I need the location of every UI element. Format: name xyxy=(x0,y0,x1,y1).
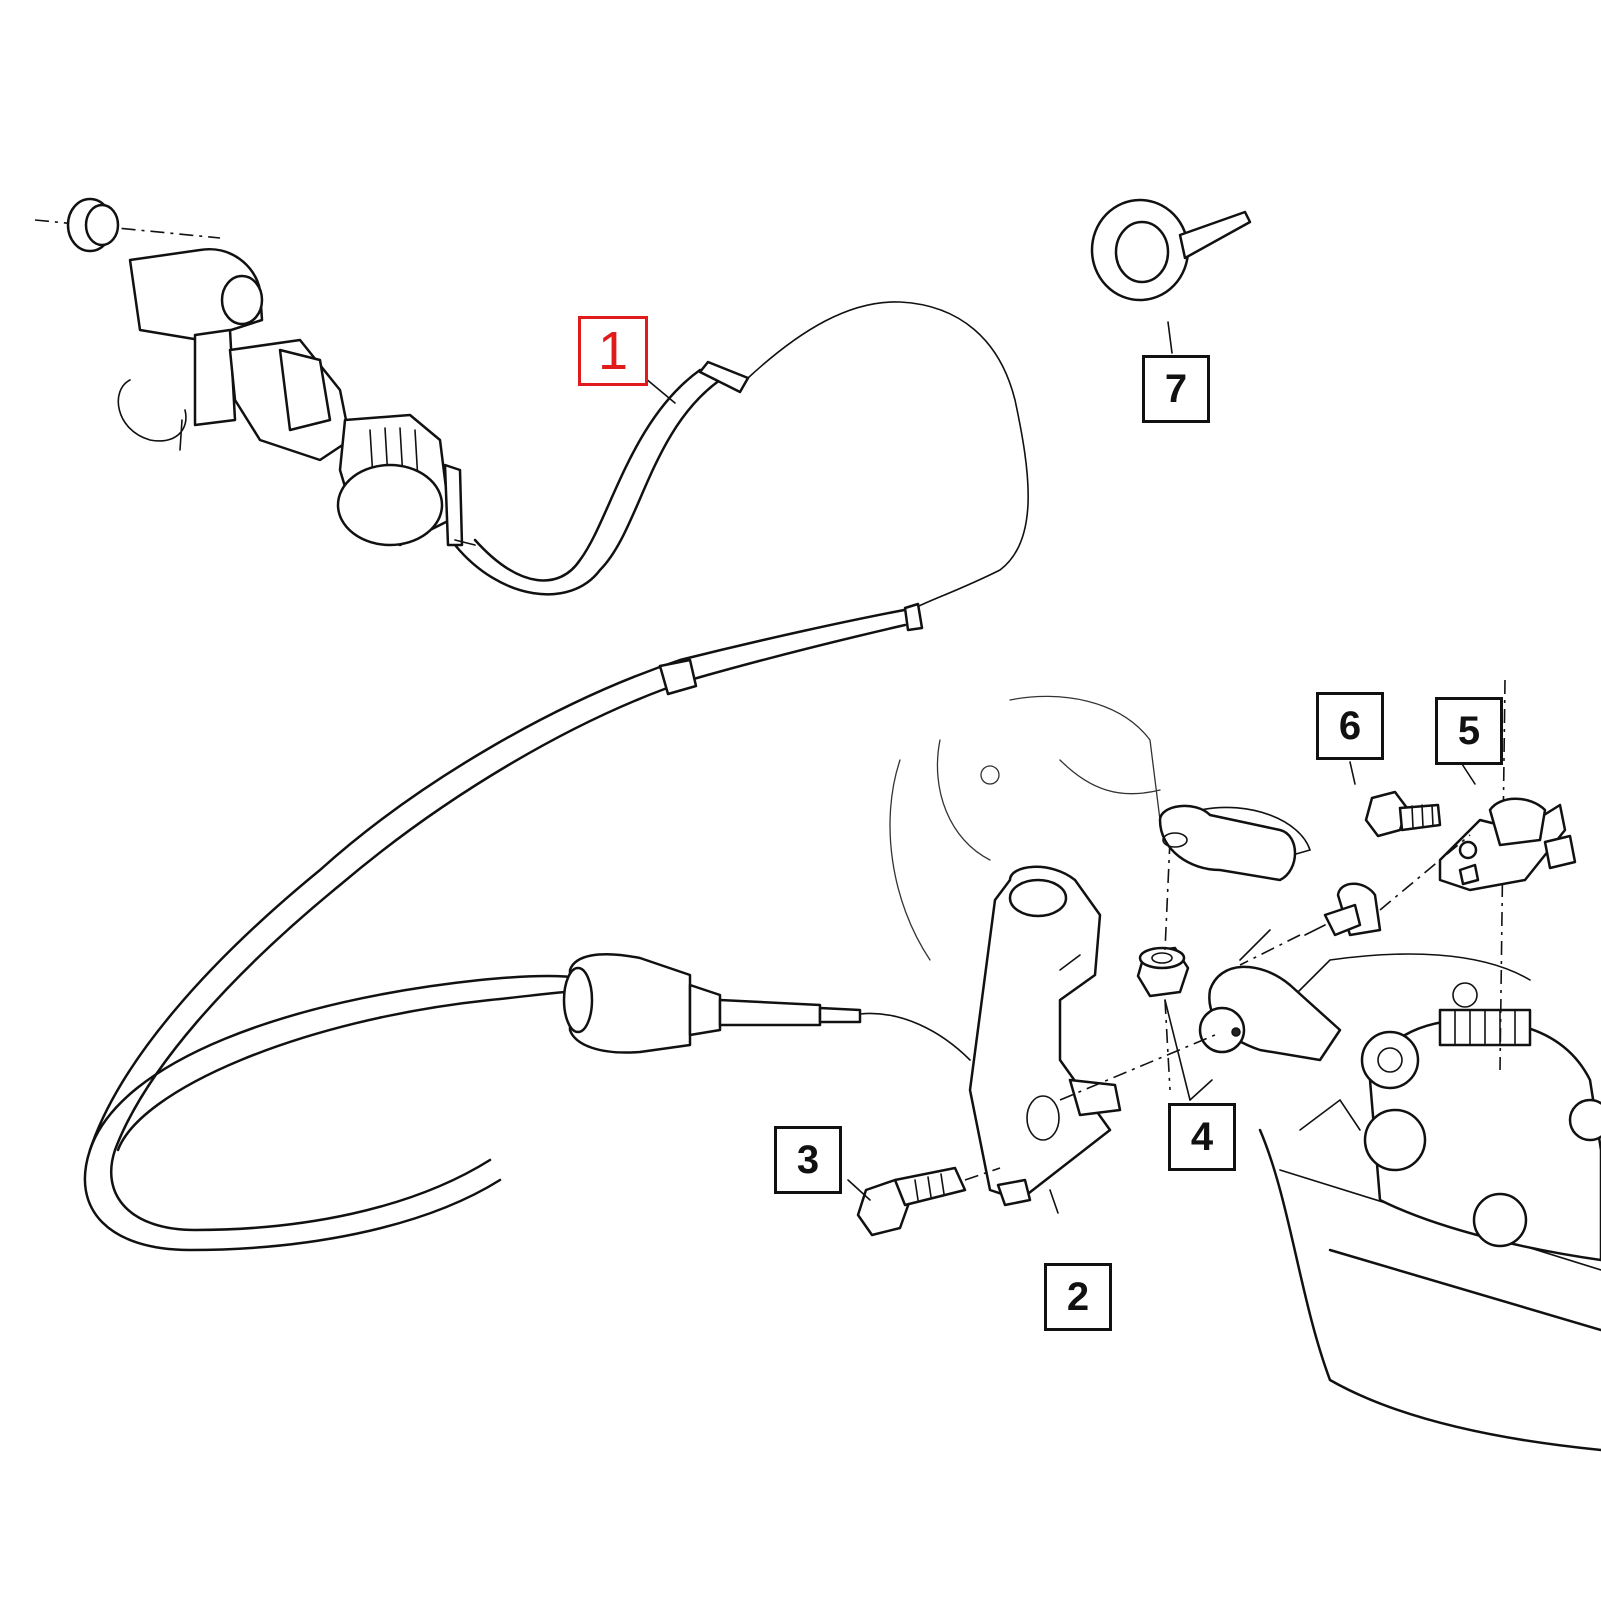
callout-5: 5 xyxy=(1435,697,1503,765)
callout-6: 6 xyxy=(1316,692,1384,760)
callout-4: 4 xyxy=(1168,1103,1236,1171)
shifter-assembly xyxy=(34,197,476,547)
callout-3: 3 xyxy=(774,1126,842,1194)
leader-lines xyxy=(644,321,1476,1214)
transmission-housing xyxy=(889,679,1601,1452)
bolt-part-3 xyxy=(856,1166,1001,1237)
callout-1: 1 xyxy=(578,316,648,386)
grommet-part xyxy=(1090,198,1252,302)
nut-part-4 xyxy=(1059,804,1297,1101)
cable-bracket xyxy=(968,865,1122,1207)
shift-cable xyxy=(83,301,1029,1252)
callout-7: 7 xyxy=(1142,355,1210,423)
clip-part-5 xyxy=(1239,797,1577,966)
bolt-part-6 xyxy=(1364,790,1442,838)
callout-2: 2 xyxy=(1044,1263,1112,1331)
